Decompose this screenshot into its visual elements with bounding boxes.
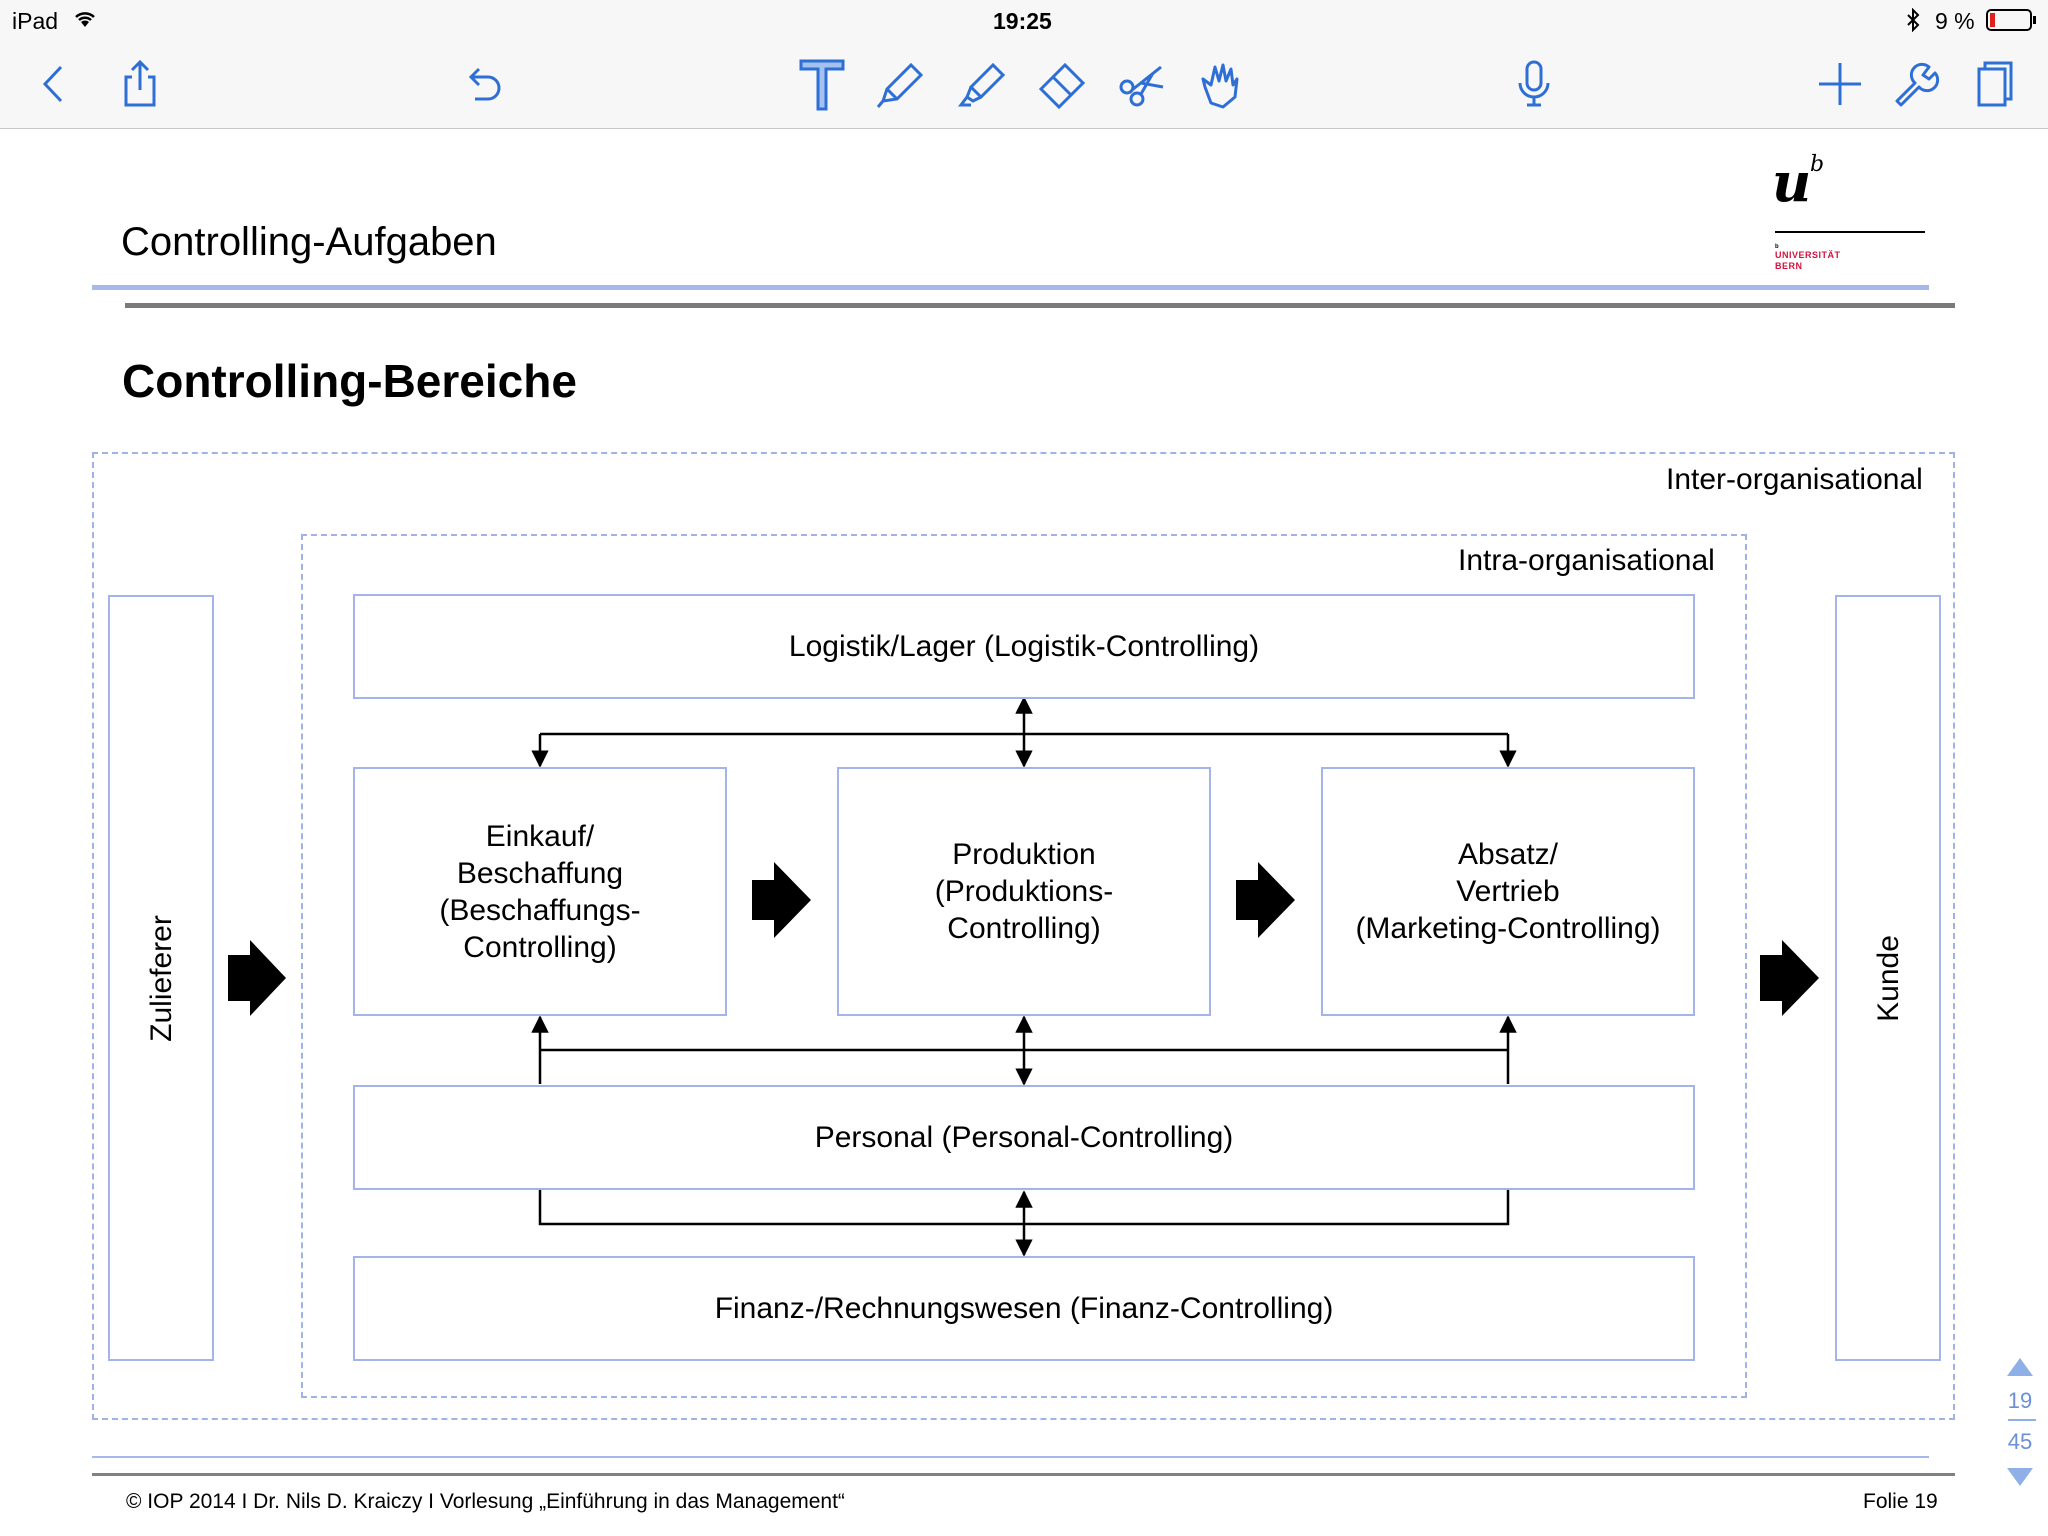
wifi-icon	[72, 9, 98, 34]
finance-label: Finanz-/Rechnungswesen (Finanz-Controlli…	[714, 1292, 1334, 1325]
customer-label: Kunde	[1871, 934, 1905, 1022]
university-logo-text: b UNIVERSITÄT BERN	[1775, 244, 1841, 271]
procurement-box: Einkauf/ Beschaffung (Beschaffungs- Cont…	[353, 767, 727, 1016]
back-button[interactable]	[22, 52, 86, 116]
arrow-right-icon	[1236, 862, 1295, 938]
total-pages: 45	[2007, 1429, 2033, 1454]
title-rule-gray	[125, 303, 1955, 308]
footer-copyright: © IOP 2014 I Dr. Nils D. Kraiczy I Vorle…	[126, 1490, 845, 1513]
production-box: Produktion (Produktions- Controlling)	[837, 767, 1211, 1016]
footer-rule	[92, 1456, 1929, 1458]
battery-percent: 9 %	[1935, 8, 1975, 34]
arrow-right-icon	[752, 862, 811, 938]
text-tool-icon	[799, 59, 845, 111]
footer-rule-gray	[92, 1473, 1955, 1476]
battery-icon	[1986, 9, 2038, 36]
production-label: Produktion (Produktions- Controlling)	[934, 838, 1114, 945]
share-button[interactable]	[108, 52, 172, 116]
scissors-button[interactable]	[1110, 52, 1174, 116]
intra-organisational-frame	[301, 534, 1747, 1398]
sales-label: Absatz/ Vertrieb (Marketing-Controlling)	[1355, 838, 1661, 945]
inter-organisational-frame	[92, 452, 1955, 1420]
pager-divider	[2008, 1419, 2036, 1421]
arrow-right-icon	[1760, 940, 1819, 1016]
triangle-up-icon	[2007, 1358, 2033, 1376]
page-up-button[interactable]	[2005, 1356, 2035, 1383]
eraser-button[interactable]	[1030, 52, 1094, 116]
pages-button[interactable]	[1962, 52, 2026, 116]
highlighter-button[interactable]	[950, 52, 1014, 116]
share-icon	[124, 59, 156, 107]
pages-icon	[1977, 61, 2013, 107]
add-button[interactable]	[1808, 52, 1872, 116]
personnel-box: Personal (Personal-Controlling)	[353, 1085, 1695, 1190]
inter-organisational-label: Inter-organisational	[1666, 463, 1923, 496]
hand-icon	[1201, 63, 1239, 109]
device-name: iPad	[12, 8, 59, 34]
undo-button[interactable]	[450, 52, 514, 116]
microphone-icon	[1518, 60, 1550, 107]
university-logo-mark: u	[1772, 150, 1812, 214]
eraser-icon	[1038, 62, 1086, 110]
sales-box: Absatz/ Vertrieb (Marketing-Controlling)	[1321, 767, 1695, 1016]
back-icon	[42, 65, 63, 103]
undo-icon	[468, 67, 501, 101]
clock: 19:25	[993, 8, 1052, 34]
finance-box: Finanz-/Rechnungswesen (Finanz-Controlli…	[353, 1256, 1695, 1361]
personnel-label: Personal (Personal-Controlling)	[814, 1121, 1234, 1154]
slide-title: Controlling-Aufgaben	[121, 220, 497, 264]
status-bar: iPad 19:25 9 %	[0, 0, 2048, 40]
intra-organisational-label: Intra-organisational	[1458, 544, 1715, 577]
text-tool-button[interactable]	[790, 52, 854, 116]
supplier-box: Zulieferer	[108, 595, 214, 1361]
arrow-right-icon	[228, 940, 286, 1016]
logistics-label: Logistik/Lager (Logistik-Controlling)	[788, 630, 1260, 663]
supplier-label: Zulieferer	[144, 914, 178, 1042]
scissors-icon	[1119, 65, 1164, 107]
wrench-icon	[1895, 62, 1940, 107]
title-rule	[92, 285, 1929, 290]
settings-button[interactable]	[1884, 52, 1948, 116]
procurement-label: Einkauf/ Beschaffung (Beschaffungs- Cont…	[439, 819, 641, 964]
pen-button[interactable]	[868, 52, 932, 116]
slide-heading: Controlling-Bereiche	[122, 355, 577, 407]
pen-icon	[876, 62, 924, 108]
add-icon	[1819, 63, 1861, 105]
current-page: 19	[2007, 1388, 2033, 1413]
toolbar	[0, 40, 2048, 129]
customer-box: Kunde	[1835, 595, 1941, 1361]
logistics-box: Logistik/Lager (Logistik-Controlling)	[353, 594, 1695, 699]
hand-button[interactable]	[1188, 52, 1252, 116]
logo-divider	[1775, 231, 1925, 233]
slide-number: Folie 19	[1863, 1490, 1938, 1513]
highlighter-icon	[958, 62, 1006, 107]
microphone-button[interactable]	[1502, 52, 1566, 116]
bluetooth-icon	[1906, 7, 1920, 37]
triangle-down-icon	[2007, 1468, 2033, 1486]
page-down-button[interactable]	[2005, 1466, 2035, 1493]
university-logo-superscript: b	[1810, 152, 1825, 177]
